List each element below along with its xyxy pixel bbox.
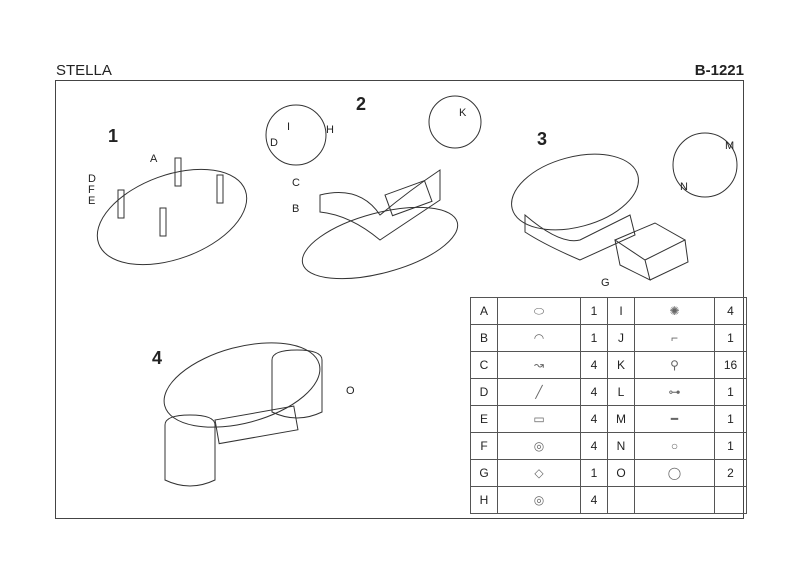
svg-text:E: E — [88, 195, 95, 207]
bracket-icon: ↝ — [497, 351, 581, 379]
part-letter — [607, 486, 635, 514]
step-1-number: 1 — [108, 126, 118, 146]
nut-icon: ✺ — [634, 297, 715, 325]
part-quantity: 1 — [714, 324, 747, 352]
pin-icon: ━ — [634, 405, 715, 433]
part-quantity: 1 — [714, 378, 747, 406]
svg-text:C: C — [292, 177, 300, 189]
screw-icon: ⚲ — [634, 351, 715, 379]
part-letter: G — [470, 459, 498, 487]
part-letter: J — [607, 324, 635, 352]
part-letter: F — [470, 432, 498, 460]
svg-text:2: 2 — [356, 94, 366, 114]
svg-text:K: K — [459, 107, 467, 119]
part-letter: K — [607, 351, 635, 379]
part-letter: I — [607, 297, 635, 325]
part-quantity: 1 — [580, 459, 608, 487]
part-letter: E — [470, 405, 498, 433]
step-3-illustration: 3 M N G — [511, 129, 738, 289]
part-quantity: 2 — [714, 459, 747, 487]
part-letter: L — [607, 378, 635, 406]
part-quantity: 4 — [580, 405, 608, 433]
part-quantity: 4 — [580, 432, 608, 460]
part-quantity: 4 — [580, 486, 608, 514]
part-quantity: 16 — [714, 351, 747, 379]
svg-text:F: F — [88, 184, 95, 196]
svg-text:B: B — [292, 203, 299, 215]
part-letter: A — [470, 297, 498, 325]
bolt-icon: ⊶ — [634, 378, 715, 406]
empty-cell — [634, 486, 715, 514]
parts-row: H◎4 — [470, 486, 747, 514]
part-letter: N — [607, 432, 635, 460]
allen-key-icon: ⌐ — [634, 324, 715, 352]
part-quantity: 1 — [580, 324, 608, 352]
cap-icon: ◎ — [497, 432, 581, 460]
svg-text:N: N — [680, 181, 688, 193]
washer-icon: ◎ — [497, 486, 581, 514]
part-quantity: 4 — [580, 351, 608, 379]
part-letter: B — [470, 324, 498, 352]
part-letter: M — [607, 405, 635, 433]
rod-icon: ╱ — [497, 378, 581, 406]
svg-text:4: 4 — [152, 348, 162, 368]
svg-text:I: I — [287, 121, 290, 133]
step-4-illustration: 4 O — [152, 342, 355, 487]
product-code: B-1221 — [694, 62, 744, 79]
part-quantity: 1 — [714, 432, 747, 460]
part-quantity: 1 — [714, 405, 747, 433]
part-letter: C — [470, 351, 498, 379]
part-letter: H — [470, 486, 498, 514]
part-quantity — [714, 486, 747, 514]
drawer-icon: ◇ — [497, 459, 581, 487]
part-quantity: 4 — [714, 297, 747, 325]
part-quantity: 1 — [580, 297, 608, 325]
tube-leg-icon: ▭ — [497, 405, 581, 433]
product-name: STELLA — [56, 62, 112, 79]
knob-icon: ○ — [634, 432, 715, 460]
step-1-illustration: 1 A D F E — [88, 126, 248, 266]
svg-text:M: M — [725, 140, 734, 152]
part-letter: O — [607, 459, 635, 487]
svg-text:G: G — [601, 277, 610, 289]
svg-text:3: 3 — [537, 129, 547, 149]
svg-text:A: A — [150, 153, 158, 165]
table-base-icon: ◠ — [497, 324, 581, 352]
oval-glass-top-icon: ⬭ — [497, 297, 581, 325]
step-2-illustration: 2 I H D K C B — [265, 94, 482, 280]
svg-text:O: O — [346, 385, 355, 397]
part-letter: D — [470, 378, 498, 406]
pouf-icon: ◯ — [634, 459, 715, 487]
part-quantity: 4 — [580, 378, 608, 406]
svg-text:D: D — [88, 173, 96, 185]
svg-text:H: H — [326, 124, 334, 136]
svg-text:D: D — [270, 137, 278, 149]
